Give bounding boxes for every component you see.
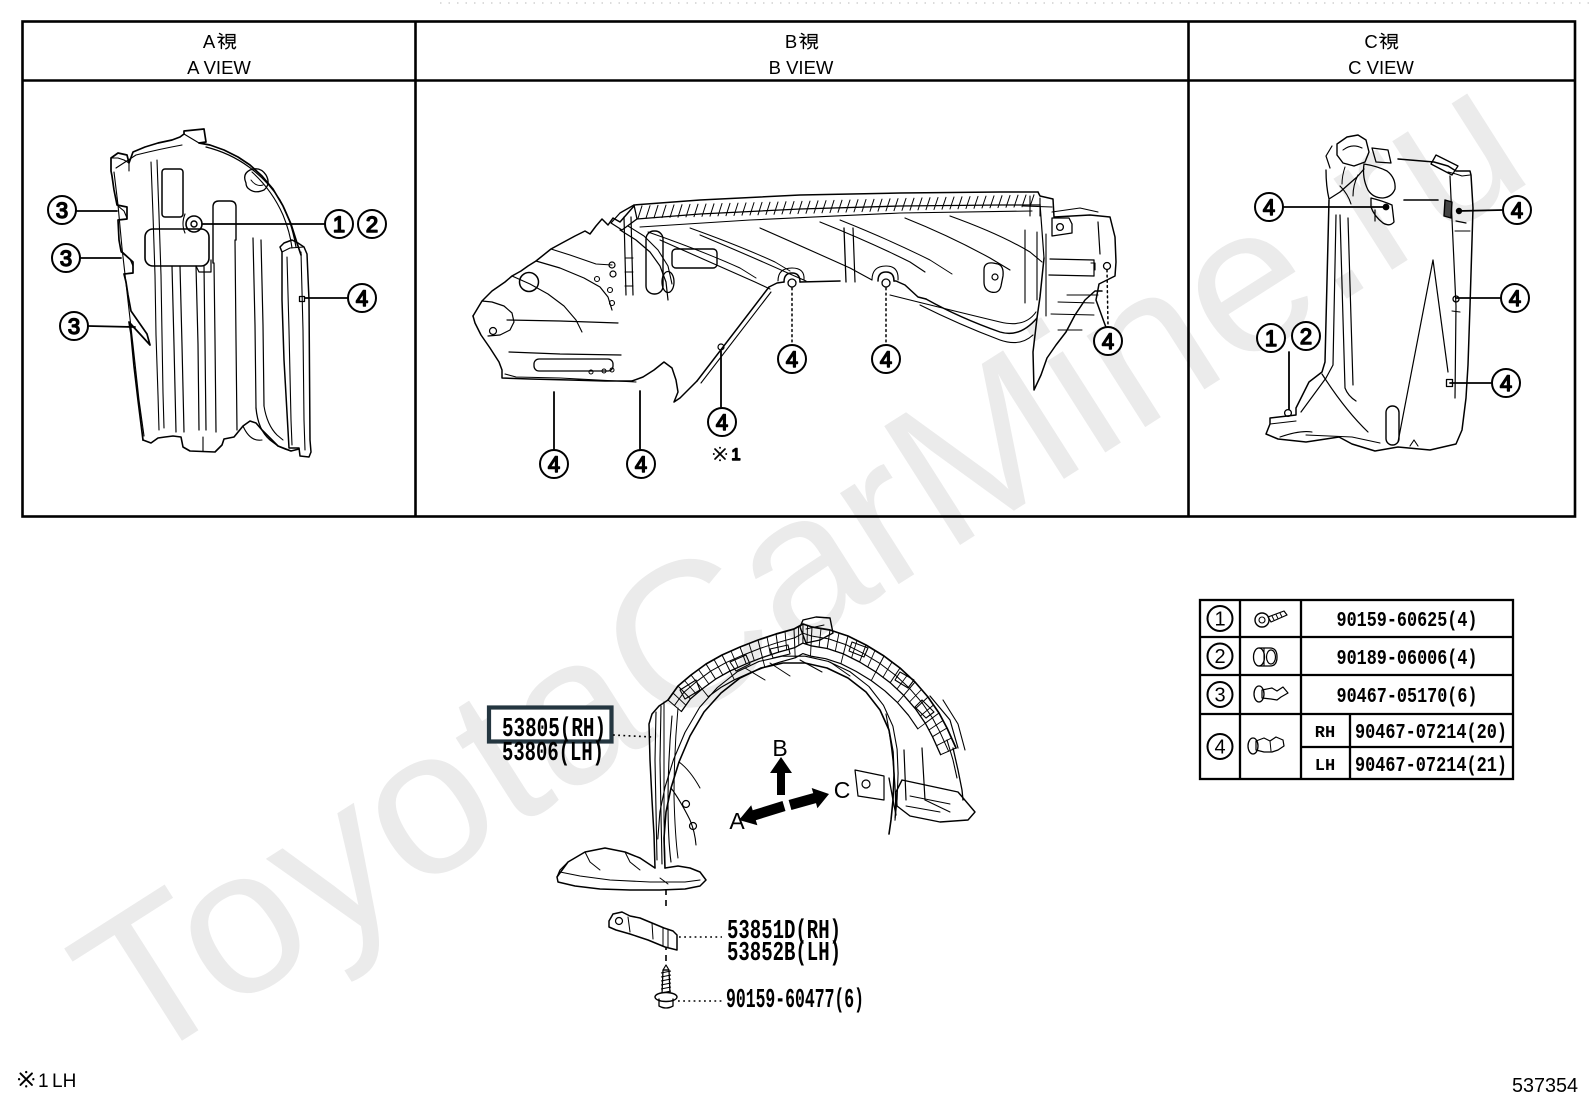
svg-text:A: A	[203, 31, 216, 52]
svg-text:4: 4	[1263, 195, 1275, 220]
svg-text:4: 4	[716, 410, 728, 435]
svg-text:1: 1	[1214, 609, 1225, 631]
svg-text:1: 1	[38, 1071, 49, 1092]
svg-text:LH: LH	[52, 1071, 76, 1092]
svg-text:4: 4	[786, 347, 798, 372]
svg-text:4: 4	[1500, 371, 1512, 396]
svg-text:90159-60625(4): 90159-60625(4)	[1337, 610, 1478, 633]
svg-text:53851D(RH): 53851D(RH)	[727, 917, 841, 947]
svg-text:3: 3	[68, 314, 80, 339]
svg-text:4: 4	[1102, 329, 1114, 354]
svg-text:3: 3	[1214, 685, 1225, 707]
svg-text:3: 3	[60, 246, 72, 271]
svg-text:53806(LH): 53806(LH)	[502, 739, 604, 769]
svg-text:B: B	[785, 31, 797, 52]
svg-text:2: 2	[1214, 646, 1225, 668]
svg-text:90467-05170(6): 90467-05170(6)	[1337, 686, 1478, 709]
svg-text:4: 4	[1511, 198, 1523, 223]
svg-text:90467-07214(21): 90467-07214(21)	[1355, 755, 1507, 778]
svg-text:B: B	[772, 735, 787, 761]
svg-text:2: 2	[1300, 324, 1312, 349]
svg-text:C VIEW: C VIEW	[1348, 57, 1414, 78]
svg-text:90159-60477(6): 90159-60477(6)	[726, 986, 864, 1016]
svg-text:2: 2	[366, 212, 378, 237]
svg-text:1: 1	[731, 445, 740, 464]
svg-text:4: 4	[635, 452, 647, 477]
svg-text:53805(RH): 53805(RH)	[502, 715, 606, 745]
svg-text:B VIEW: B VIEW	[769, 57, 834, 78]
svg-text:4: 4	[880, 347, 892, 372]
svg-text:C: C	[834, 777, 851, 803]
svg-text:1: 1	[1265, 326, 1277, 351]
svg-text:90467-07214(20): 90467-07214(20)	[1355, 722, 1507, 745]
svg-text:C: C	[1364, 31, 1377, 52]
svg-text:90189-06006(4): 90189-06006(4)	[1337, 648, 1478, 671]
svg-text:RH: RH	[1315, 724, 1335, 743]
svg-text:A: A	[729, 808, 745, 834]
svg-text:A VIEW: A VIEW	[187, 57, 251, 78]
svg-text:4: 4	[1509, 286, 1521, 311]
svg-text:4: 4	[548, 452, 560, 477]
svg-text:4: 4	[356, 286, 368, 311]
svg-text:3: 3	[56, 198, 68, 223]
svg-text:1: 1	[333, 212, 345, 237]
svg-text:537354: 537354	[1512, 1075, 1578, 1097]
svg-text:LH: LH	[1315, 757, 1335, 776]
svg-text:53852B(LH): 53852B(LH)	[727, 939, 841, 969]
svg-text:4: 4	[1214, 737, 1225, 759]
